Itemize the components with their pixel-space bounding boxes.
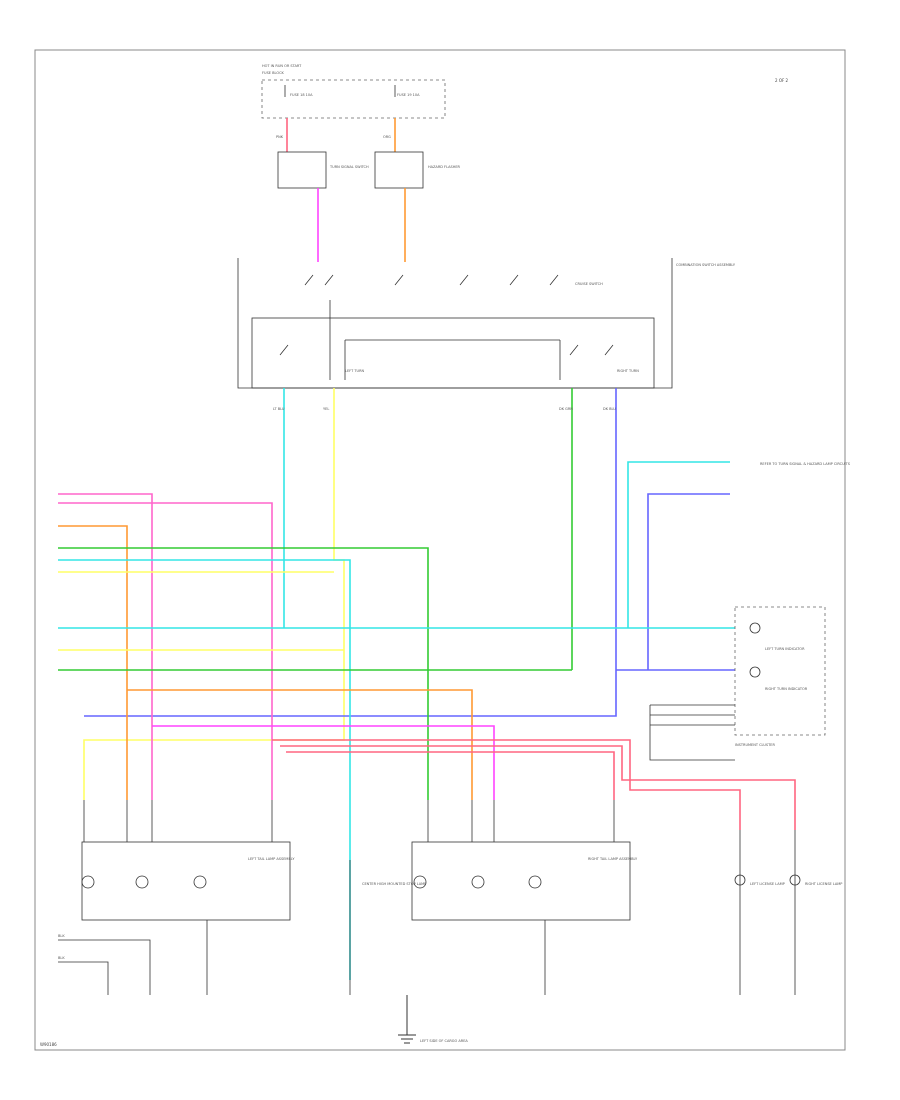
combination-switch-inner	[251, 317, 655, 389]
hazard-flasher-box	[374, 151, 424, 189]
right-turn-indicator-bulb	[749, 666, 761, 678]
label-blk-1: BLK	[58, 934, 65, 938]
left-license-bulb	[734, 874, 746, 886]
label-yel-1: YEL	[323, 407, 329, 411]
label-pnk-1: PNK	[276, 135, 284, 139]
fuse-block-title: HOT IN RUN OR START	[262, 64, 302, 68]
instrument-cluster-label: INSTRUMENT CLUSTER	[735, 743, 775, 747]
wire-lt-blu-left	[58, 559, 351, 980]
label-dk-grn-1: DK GRN	[559, 407, 573, 411]
left-lamp-bulb-1	[81, 875, 95, 889]
right-lamp-pins	[427, 800, 615, 995]
combination-switch-outline	[237, 258, 673, 389]
wire-pnk-right	[152, 725, 495, 800]
right-tail-lamp-assembly	[411, 841, 631, 921]
cluster-ground-wires	[649, 704, 735, 761]
fuse-block-subtitle: FUSE BLOCK	[262, 71, 285, 75]
right-license-bulb	[789, 874, 801, 886]
wire-yel-main	[83, 388, 345, 800]
cruise-label: CRUISE SWITCH	[575, 282, 603, 286]
left-lamp-bulb-2	[135, 875, 149, 889]
center-stop-label: CENTER HIGH MOUNTED STOP LAMP	[362, 882, 426, 886]
left-license-label: LEFT LICENSE LAMP	[750, 882, 785, 886]
footer-code: W90186	[40, 1042, 57, 1047]
fuse-block	[261, 79, 446, 119]
right-turn-label: RIGHT TURN	[617, 369, 639, 373]
wire-org-right	[127, 689, 473, 800]
license-lamp-wires	[739, 830, 796, 995]
wire-red-1	[272, 739, 741, 830]
wire-dk-blu-ref	[647, 493, 730, 670]
ground-label: LEFT SIDE OF CARGO AREA	[420, 1039, 468, 1043]
right-turn-ind-label: RIGHT TURN INDICATOR	[765, 687, 808, 691]
right-tail-label: RIGHT TAIL LAMP ASSEMBLY	[588, 857, 638, 861]
left-turn-indicator-bulb	[749, 622, 761, 634]
wire-dk-blu-main	[84, 388, 617, 717]
combination-switch-label: COMBINATION SWITCH ASSEMBLY	[676, 263, 736, 267]
page-label: 2 OF 2	[775, 78, 789, 83]
fuse-symbols	[284, 85, 396, 97]
instrument-cluster	[734, 606, 826, 736]
right-lamp-bulb-3	[528, 875, 542, 889]
left-tail-label: LEFT TAIL LAMP ASSEMBLY	[248, 857, 295, 861]
wire-org-left	[58, 525, 128, 800]
wire-red-3	[286, 751, 615, 800]
bottom-left-grounds	[58, 939, 151, 995]
label-org-1: ORG	[383, 135, 391, 139]
label-dk-blu-1: DK BLU	[603, 407, 616, 411]
left-turn-label: LEFT TURN	[345, 369, 364, 373]
switch-contacts	[279, 274, 614, 356]
left-lamp-pins	[83, 800, 273, 995]
wire-pnk-left-2	[58, 502, 273, 800]
label-lt-blu-1: LT BLU	[273, 407, 285, 411]
right-lamp-bulb-2	[471, 875, 485, 889]
wire-pnk-left	[58, 493, 153, 800]
wire-red-2	[280, 745, 796, 830]
fuse-18-label: FUSE 18 10A	[290, 93, 313, 97]
right-lamp-bulb-1	[413, 875, 427, 889]
turn-signals-ref-label: REFER TO TURN SIGNAL & HAZARD LAMP CIRCU…	[760, 462, 851, 466]
fuse-19-label: FUSE 19 10A	[397, 93, 420, 97]
left-lamp-bulb-3	[193, 875, 207, 889]
right-license-label: RIGHT LICENSE LAMP	[805, 882, 842, 886]
hazard-label: HAZARD FLASHER	[428, 165, 461, 169]
left-tail-lamp-assembly	[81, 841, 291, 921]
ground-symbol	[398, 995, 416, 1044]
wire-lt-grn-left	[58, 547, 429, 800]
wire-lt-blu-ref	[627, 461, 730, 628]
diagram-frame	[34, 49, 846, 1051]
switch-internal	[329, 300, 561, 380]
label-blk-2: BLK	[58, 956, 65, 960]
turn-signal-relay-box	[277, 151, 327, 189]
left-turn-ind-label: LEFT TURN INDICATOR	[765, 647, 805, 651]
turn-signal-label: TURN SIGNAL SWITCH	[329, 165, 369, 169]
